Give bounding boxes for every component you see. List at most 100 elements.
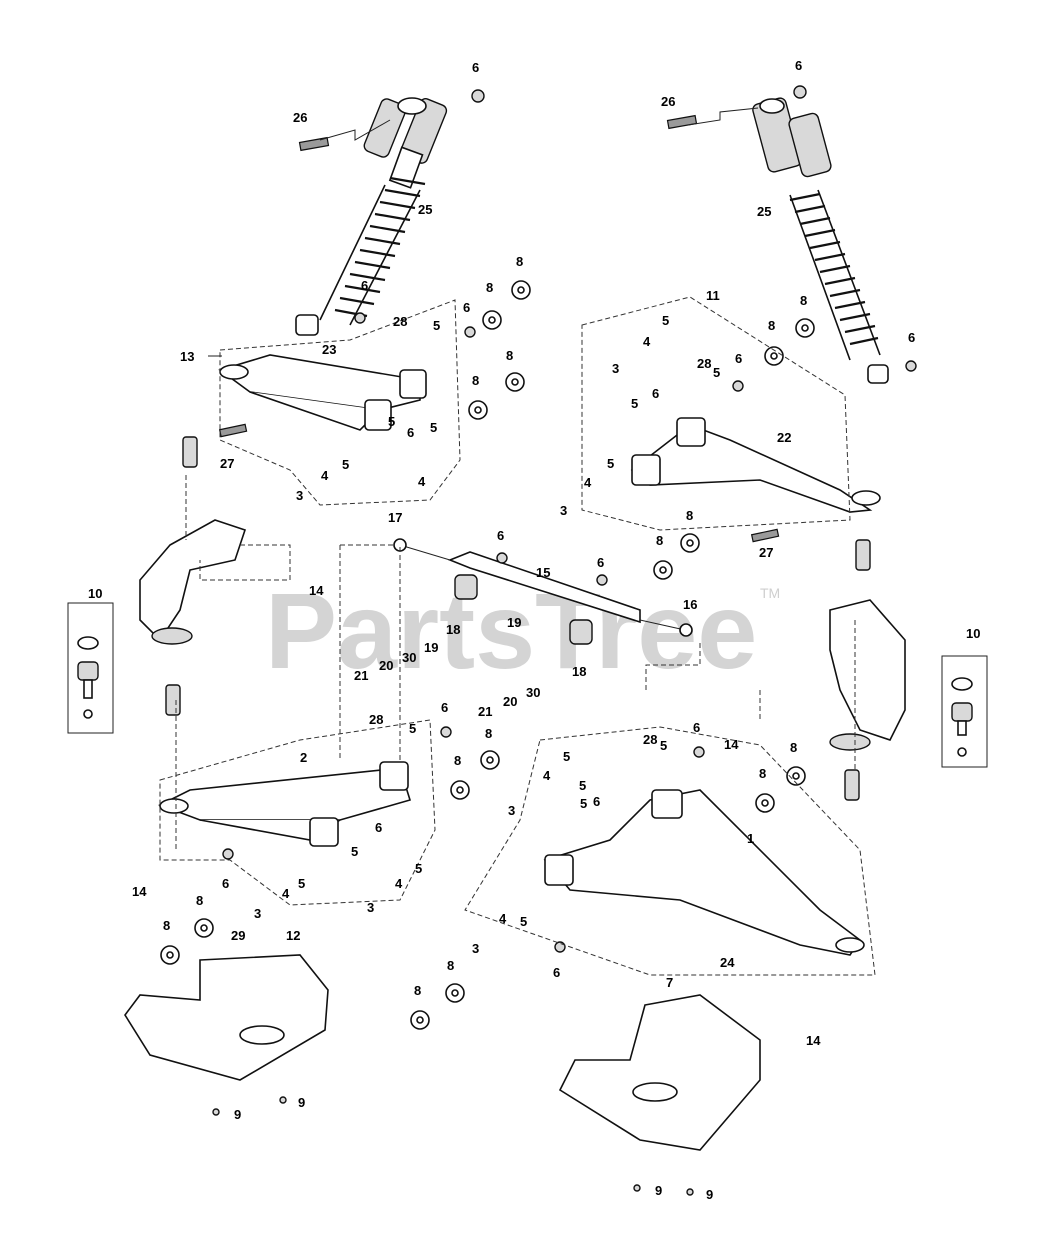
callout-30: 30 <box>526 685 540 700</box>
callout-9: 9 <box>234 1107 241 1122</box>
right-shock-absorber <box>752 97 889 384</box>
callout-5: 5 <box>660 738 667 753</box>
callout-3: 3 <box>367 900 374 915</box>
watermark-trademark: TM <box>760 585 780 601</box>
callout-5: 5 <box>713 365 720 380</box>
callout-6: 6 <box>795 58 802 73</box>
hardware <box>160 85 917 1196</box>
callout-6: 6 <box>375 820 382 835</box>
callout-6: 6 <box>463 300 470 315</box>
callout-8: 8 <box>454 753 461 768</box>
callout-9: 9 <box>706 1187 713 1202</box>
callout-6: 6 <box>407 425 414 440</box>
callout-5: 5 <box>662 313 669 328</box>
callout-6: 6 <box>497 528 504 543</box>
callout-4: 4 <box>543 768 551 783</box>
callout-6: 6 <box>652 386 659 401</box>
callout-4: 4 <box>282 886 290 901</box>
callout-24: 24 <box>720 955 735 970</box>
callout-6: 6 <box>472 60 479 75</box>
callout-22: 22 <box>777 430 791 445</box>
right-steering-knuckle <box>829 599 906 751</box>
callout-14: 14 <box>132 884 147 899</box>
callout-5: 5 <box>607 456 614 471</box>
callout-9: 9 <box>298 1095 305 1110</box>
callout-1: 1 <box>747 831 754 846</box>
callout-10: 10 <box>88 586 102 601</box>
callout-8: 8 <box>656 533 663 548</box>
callout-14: 14 <box>806 1033 821 1048</box>
right-skid-plate <box>558 994 761 1151</box>
callout-8: 8 <box>790 740 797 755</box>
callout-28: 28 <box>697 356 711 371</box>
callout-labels: 6 6 6 6 6 6 6 6 6 6 6 6 6 6 6 6 26 26 25… <box>88 58 980 1202</box>
callout-5: 5 <box>433 318 440 333</box>
callout-3: 3 <box>508 803 515 818</box>
callout-8: 8 <box>447 958 454 973</box>
callout-5: 5 <box>563 749 570 764</box>
callout-21: 21 <box>478 704 492 719</box>
watermark-text: PartsTree <box>265 570 757 691</box>
callout-5: 5 <box>579 778 586 793</box>
callout-5: 5 <box>342 457 349 472</box>
callout-3: 3 <box>472 941 479 956</box>
right-lower-control-arm <box>543 789 865 956</box>
assembly-outlines <box>159 107 876 976</box>
callout-8: 8 <box>800 293 807 308</box>
callout-8: 8 <box>768 318 775 333</box>
callout-20: 20 <box>503 694 517 709</box>
callout-4: 4 <box>643 334 651 349</box>
callout-6: 6 <box>222 876 229 891</box>
callout-16: 16 <box>683 597 697 612</box>
left-shock-absorber <box>295 97 448 336</box>
callout-18: 18 <box>446 622 460 637</box>
callout-8: 8 <box>516 254 523 269</box>
callout-25: 25 <box>418 202 432 217</box>
callout-19: 19 <box>507 615 521 630</box>
callout-25: 25 <box>757 204 771 219</box>
left-ball-joint-kit <box>67 602 114 734</box>
callout-5: 5 <box>415 861 422 876</box>
callout-10: 10 <box>966 626 980 641</box>
callout-3: 3 <box>296 488 303 503</box>
callout-6: 6 <box>597 555 604 570</box>
callout-4: 4 <box>499 911 507 926</box>
stabilizer-bar <box>393 538 693 645</box>
left-upper-control-arm <box>218 354 427 431</box>
callout-14: 14 <box>724 737 739 752</box>
callout-5: 5 <box>520 914 527 929</box>
callout-4: 4 <box>584 475 592 490</box>
callout-28: 28 <box>393 314 407 329</box>
callout-6: 6 <box>735 351 742 366</box>
callout-5: 5 <box>298 876 305 891</box>
callout-5: 5 <box>351 844 358 859</box>
callout-17: 17 <box>388 510 402 525</box>
callout-8: 8 <box>485 726 492 741</box>
callout-8: 8 <box>759 766 766 781</box>
callout-6: 6 <box>593 794 600 809</box>
left-steering-knuckle <box>139 519 247 645</box>
callout-13: 13 <box>180 349 194 364</box>
callout-3: 3 <box>254 906 261 921</box>
callout-8: 8 <box>196 893 203 908</box>
callout-26: 26 <box>661 94 675 109</box>
callout-9: 9 <box>655 1183 662 1198</box>
callout-5: 5 <box>430 420 437 435</box>
callout-7: 7 <box>666 975 673 990</box>
callout-8: 8 <box>472 373 479 388</box>
callout-5: 5 <box>580 796 587 811</box>
callout-8: 8 <box>486 280 493 295</box>
callout-8: 8 <box>414 983 421 998</box>
callout-26: 26 <box>293 110 307 125</box>
right-upper-control-arm <box>630 417 881 513</box>
callout-28: 28 <box>369 712 383 727</box>
callout-5: 5 <box>388 414 395 429</box>
callout-5: 5 <box>409 721 416 736</box>
callout-23: 23 <box>322 342 336 357</box>
callout-8: 8 <box>506 348 513 363</box>
right-ball-joint-kit <box>941 655 988 768</box>
callout-8: 8 <box>686 508 693 523</box>
callout-5: 5 <box>631 396 638 411</box>
callout-18: 18 <box>572 664 586 679</box>
